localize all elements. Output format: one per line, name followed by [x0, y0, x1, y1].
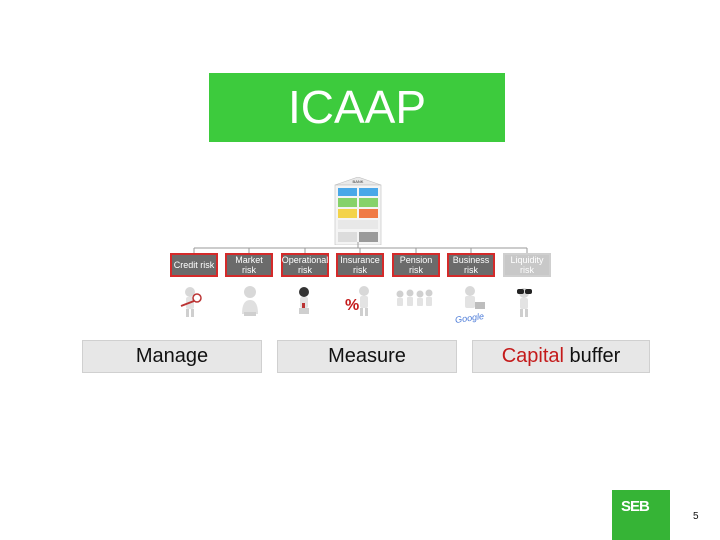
risk-box-pension: Pension risk: [392, 253, 440, 277]
page-number: 5: [693, 511, 699, 522]
magnifier-figure-icon: [180, 287, 202, 317]
risk-box-credit: Credit risk: [170, 253, 218, 277]
seb-logo-text: SEB: [621, 498, 650, 515]
measure-label: Measure: [277, 340, 457, 373]
icaap-banner: ICAAP: [209, 73, 505, 142]
risk-box-insurance: Insurance risk: [336, 253, 384, 277]
thinking-figure-icon: [242, 286, 258, 316]
bank-diagram: BANK: [333, 176, 383, 246]
risk-box-operational: Operational risk: [281, 253, 329, 277]
svg-text:%: %: [345, 297, 359, 314]
google-logo: Google: [454, 311, 485, 325]
capital-word: Capital: [501, 345, 564, 367]
seb-logo: SEB: [612, 490, 670, 540]
group-figures-icon: [396, 289, 433, 306]
capital-buffer-label: Capital buffer: [472, 340, 650, 373]
percent-figure-icon: %: [345, 286, 369, 316]
binoculars-figure-icon: [517, 288, 532, 317]
bank-label: BANK: [352, 179, 364, 184]
laptop-figure-icon: [465, 286, 485, 309]
bank-house-graphic: [334, 176, 382, 246]
manage-label: Manage: [82, 340, 262, 373]
buffer-word: buffer: [563, 345, 621, 367]
risk-box-market: Market risk: [225, 253, 273, 277]
wrench-figure-icon: [299, 287, 309, 314]
risk-box-business: Business risk: [447, 253, 495, 277]
risk-box-liquidity: Liquidity risk: [503, 253, 551, 277]
